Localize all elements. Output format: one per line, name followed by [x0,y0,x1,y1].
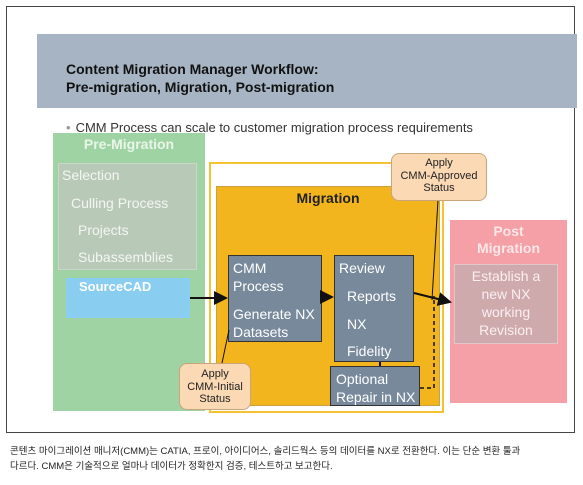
page-title: Content Migration Manager Workflow: Pre-… [66,60,566,96]
generate-datasets-label: Generate NX Datasets [233,305,315,341]
sourcecad-box [66,278,190,318]
establish-line-2: new NX [481,286,531,302]
cmm-initial-callout: Apply CMM-Initial Status [179,363,251,410]
caption-line-2: 다르다. CMM은 기술적으로 얼마나 데이터가 정확한지 검증, 테스트하고 … [10,461,333,472]
selection-label: Selection [62,167,120,183]
initial-line-2: CMM-Initial [187,380,243,393]
migration-title: Migration [296,190,360,206]
generate-line-2: Datasets [233,324,289,340]
cmm-line-2: Process [233,278,284,294]
initial-line-1: Apply [201,368,229,380]
fidelity-label: Fidelity [347,343,392,359]
figure-caption: 콘텐츠 마이그레이션 매니저(CMM)는 CATIA, 프로이, 아이디어스, … [10,444,580,474]
review-label: Review [339,260,385,276]
cmm-process-label: CMM Process [233,259,284,295]
cmm-approved-callout: Apply CMM-Approved Status [391,153,487,201]
approved-line-3: Status [423,182,455,194]
establish-revision-label: Establish a new NX working Revision [454,267,558,339]
bullet-point: • CMM Process can scale to customer migra… [66,120,566,135]
initial-callout-pointer [221,329,230,364]
establish-line-1: Establish a [471,268,541,284]
caption-line-1: 콘텐츠 마이그레이션 매니저(CMM)는 CATIA, 프로이, 아이디어스, … [10,446,521,457]
header-banner [37,34,577,108]
repair-feedback-dashed [420,296,435,389]
sourcecad-label: SourceCAD [79,279,152,294]
reports-label: Reports [347,288,397,304]
approved-line-2: CMM-Approved [400,169,478,182]
optional-repair-label: Optional Repair in NX [336,370,415,406]
establish-line-4: Revision [479,322,533,338]
post-title-line-2: Migration [477,240,540,256]
establish-revision-box [454,264,558,344]
establish-line-3: working [481,304,531,320]
generate-line-1: Generate NX [233,306,315,322]
bullet-icon: • [66,120,71,135]
culling-label: Culling Process [71,195,169,211]
approved-line-1: Apply [425,157,453,169]
post-migration-title: Post Migration [450,223,567,257]
projects-label: Projects [78,222,129,238]
pre-migration-title: Pre-Migration [83,136,175,152]
selection-box [58,163,197,270]
initial-line-3: Status [199,393,231,405]
repair-line-1: Optional [336,371,389,387]
post-title-line-1: Post [493,223,524,239]
cmm-process-box [228,255,322,342]
title-line-2: Pre-migration, Migration, Post-migration [66,79,335,95]
nx-label: NX [347,316,367,332]
bullet-text: CMM Process can scale to customer migrat… [75,120,473,135]
review-box [334,255,414,362]
approved-callout-pointer [431,199,439,301]
cmm-line-1: CMM [233,260,267,276]
subassemblies-label: Subassemblies [78,249,173,265]
migration-outline [209,162,444,413]
repair-line-2: Repair in NX [336,389,416,405]
optional-repair-box [330,366,420,406]
title-line-1: Content Migration Manager Workflow: [66,61,319,77]
